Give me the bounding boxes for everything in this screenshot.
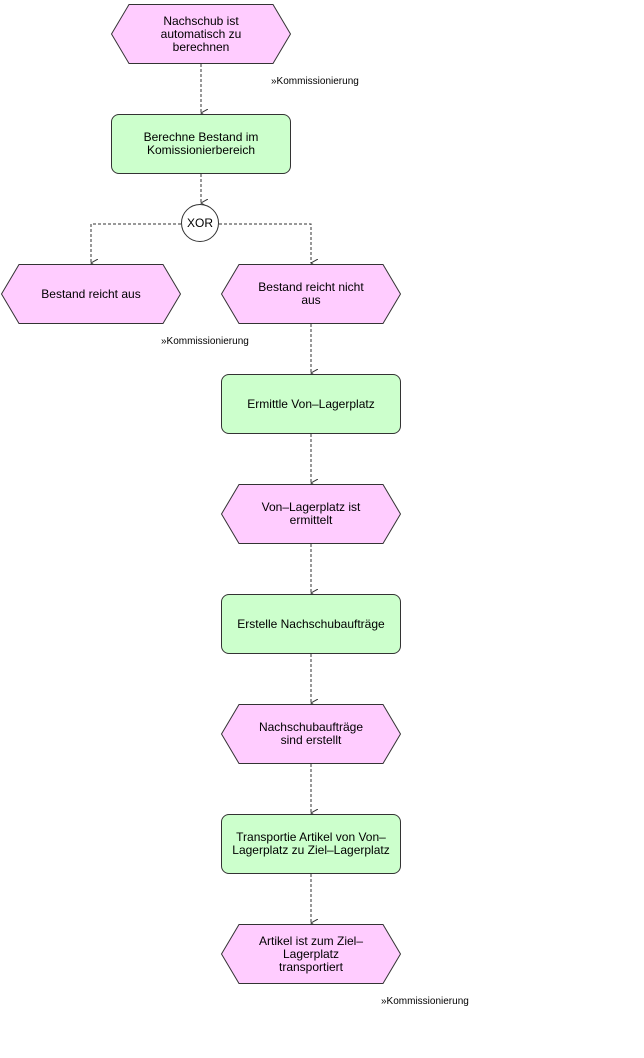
event-label: Artikel ist zum Ziel–Lagerplatz transpor… (258, 933, 364, 974)
process-link-kommissionierung[interactable]: »Kommissionierung (161, 336, 249, 347)
event-von-lagerplatz-ermittelt: Von–Lagerplatz ist ermittelt (221, 484, 401, 544)
event-label: Nachschub ist automatisch zu berechnen (160, 13, 242, 54)
function-label: Erstelle Nachschubaufträge (237, 616, 385, 631)
event-nachschubauftraege-erstellt: Nachschubaufträge sind erstellt (221, 704, 401, 764)
function-transportiere-artikel: Transportie Artikel von Von–Lagerplatz z… (221, 814, 401, 874)
function-ermittle-von-lagerplatz: Ermittle Von–Lagerplatz (221, 374, 401, 434)
function-berechne-bestand: Berechne Bestand im Komissionierbereich (111, 114, 291, 174)
event-artikel-transportiert: Artikel ist zum Ziel–Lagerplatz transpor… (221, 924, 401, 984)
event-label: Von–Lagerplatz ist ermittelt (261, 500, 361, 527)
xor-connector: XOR (181, 204, 219, 242)
event-bestand-reicht-aus: Bestand reicht aus (1, 264, 181, 324)
event-bestand-reicht-nicht-aus: Bestand reicht nicht aus (221, 264, 401, 324)
process-link-kommissionierung[interactable]: »Kommissionierung (271, 76, 359, 87)
function-erstelle-nachschubauftraege: Erstelle Nachschubaufträge (221, 594, 401, 654)
event-label: Nachschubaufträge sind erstellt (258, 720, 364, 747)
function-label: Berechne Bestand im Komissionierbereich (143, 130, 259, 157)
event-nachschub-berechnen: Nachschub ist automatisch zu berechnen (111, 4, 291, 64)
edge-xor-e3 (219, 223, 311, 263)
edge-xor-e2 (91, 223, 181, 263)
process-link-kommissionierung[interactable]: »Kommissionierung (381, 996, 469, 1007)
event-label: Bestand reicht aus (41, 286, 141, 301)
function-label: Ermittle Von–Lagerplatz (247, 396, 375, 411)
function-label: Transportie Artikel von Von–Lagerplatz z… (232, 830, 390, 857)
event-label: Bestand reicht nicht aus (258, 280, 364, 307)
